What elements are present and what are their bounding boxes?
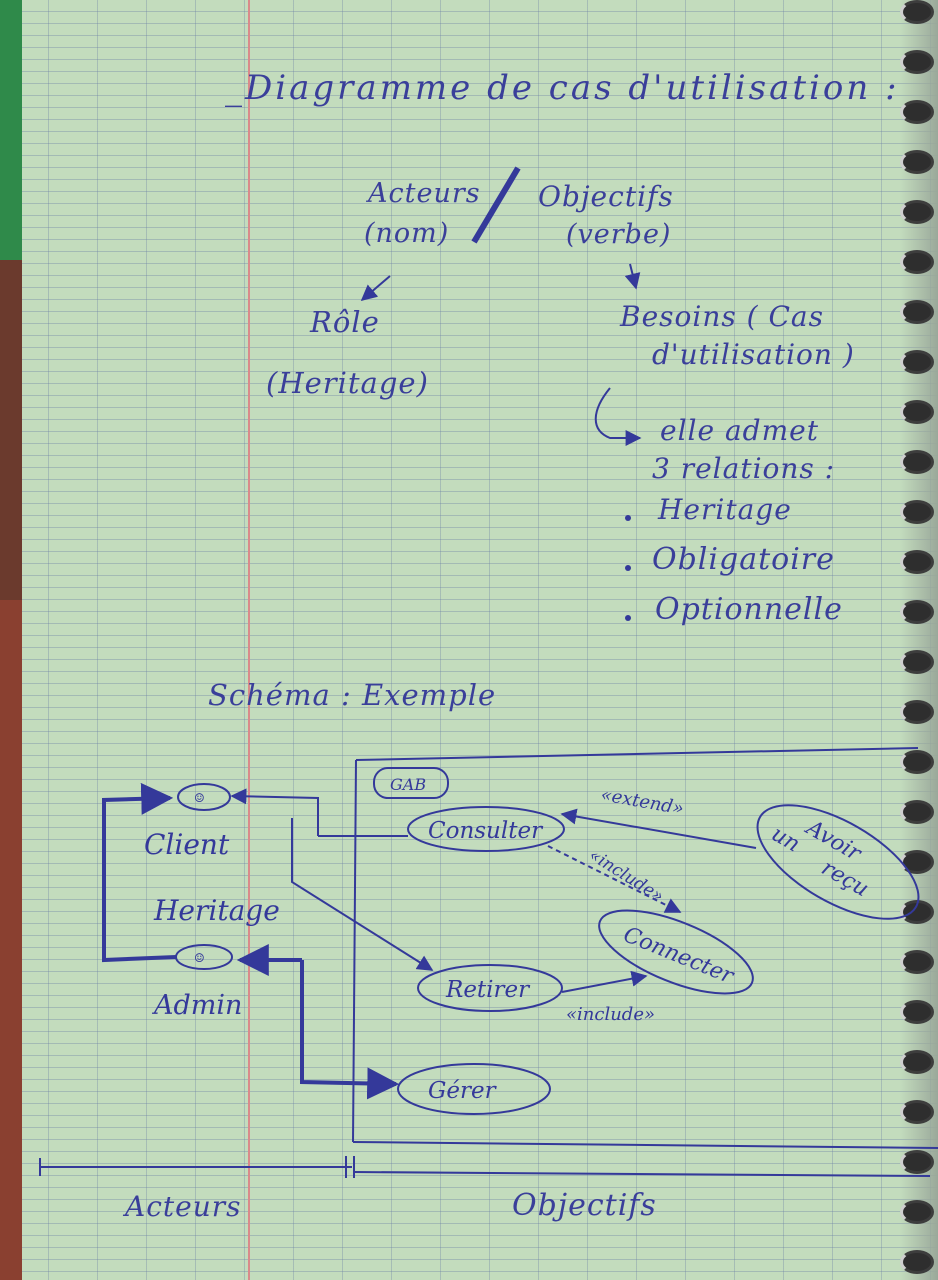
usecase-avoir-recu xyxy=(756,804,920,920)
spiral-ring xyxy=(900,350,934,374)
usecase-connecter-label: Connecter xyxy=(620,922,738,989)
spiral-ring xyxy=(900,450,934,474)
relation-item-heritage: Heritage xyxy=(658,493,792,526)
bullet-heritage xyxy=(625,515,631,521)
system-boundary-bottom xyxy=(352,1141,938,1149)
include-label-1: «include» xyxy=(585,845,667,906)
include-consulter-connecter-arrow xyxy=(547,845,682,913)
system-boundary-left xyxy=(352,759,357,1143)
spiral-ring xyxy=(900,300,934,324)
relations-line2: 3 relations : xyxy=(652,452,836,485)
spiral-ring xyxy=(900,1250,934,1274)
spiral-ring xyxy=(900,400,934,424)
acteurs-to-role-arrow xyxy=(360,275,391,302)
spiral-ring xyxy=(900,750,934,774)
gab-system-label: GAB xyxy=(390,775,426,794)
admin-to-gerer-arrow xyxy=(300,960,400,1100)
spiral-ring xyxy=(900,1200,934,1224)
acteurs-sub-label: (nom) xyxy=(364,218,450,249)
spiral-ring xyxy=(900,150,934,174)
besoins-to-relations-arrow xyxy=(594,387,642,446)
admin-face-glyph: ☺ xyxy=(194,951,205,965)
relation-item-optionnelle: Optionnelle xyxy=(655,592,843,627)
schema-heading: Schéma : Exemple xyxy=(208,678,497,712)
spiral-ring xyxy=(900,200,934,224)
bullet-optionnelle xyxy=(625,615,631,621)
spiral-ring xyxy=(900,100,934,124)
spiral-ring xyxy=(900,950,934,974)
separator-slash xyxy=(471,166,521,244)
include-retirer-connecter-arrow xyxy=(561,970,648,993)
spiral-ring xyxy=(900,700,934,724)
gab-system-tag xyxy=(373,767,449,799)
besoins-label-line2: d'utilisation ) xyxy=(652,338,855,371)
usecase-gerer-label: Gérer xyxy=(428,1078,498,1104)
client-to-retirer-arrow xyxy=(291,818,434,971)
besoins-label-line1: Besoins ( Cas xyxy=(620,300,824,333)
inheritance-label: Heritage xyxy=(153,894,280,927)
spiral-ring xyxy=(900,0,934,24)
role-heritage-label: (Heritage) xyxy=(266,366,429,400)
footer-span-ticks xyxy=(39,1156,355,1178)
relations-line1: elle admet xyxy=(660,414,819,447)
usecase-consulter-label: Consulter xyxy=(428,818,544,844)
client-actor-icon xyxy=(177,783,231,811)
spiral-ring xyxy=(900,650,934,674)
usecase-avoir-recu-label-2: un xyxy=(767,822,804,858)
objectifs-label: Objectifs xyxy=(538,180,674,213)
objectifs-sub-label: (verbe) xyxy=(566,219,672,250)
spiral-ring xyxy=(900,500,934,524)
client-actor-label: Client xyxy=(144,828,230,861)
footer-acteurs-label: Acteurs xyxy=(125,1190,242,1223)
spiral-ring xyxy=(900,1000,934,1024)
system-boundary-top xyxy=(355,747,919,761)
spiral-ring xyxy=(900,250,934,274)
page-left-edge xyxy=(0,0,22,1280)
usecase-consulter xyxy=(407,806,565,852)
page-title: _Diagramme de cas d'utilisation : xyxy=(225,68,900,108)
spiral-binding xyxy=(900,0,938,1280)
acteurs-label: Acteurs xyxy=(368,178,481,209)
role-label: Rôle xyxy=(310,305,380,339)
spiral-ring xyxy=(900,1050,934,1074)
usecase-retirer-label: Retirer xyxy=(445,977,531,1003)
extend-arrow xyxy=(560,808,757,849)
client-association-arrow xyxy=(230,788,319,836)
admin-actor-label: Admin xyxy=(151,990,242,1021)
bullet-obligatoire xyxy=(625,565,631,571)
spiral-ring xyxy=(900,1150,934,1174)
admin-inherits-client-arrow xyxy=(102,782,177,963)
footer-objectifs-label: Objectifs xyxy=(512,1188,657,1223)
client-face-glyph: ☺ xyxy=(194,791,205,805)
spiral-ring xyxy=(900,800,934,824)
spiral-ring xyxy=(900,50,934,74)
usecase-avoir-recu-label-3: reçu xyxy=(817,856,873,903)
spiral-ring xyxy=(900,550,934,574)
include-label-2: «include» xyxy=(566,1004,655,1025)
objectifs-to-besoins-arrow xyxy=(624,263,641,290)
spiral-ring xyxy=(900,1100,934,1124)
relation-item-obligatoire: Obligatoire xyxy=(652,542,835,577)
usecase-retirer xyxy=(417,964,563,1012)
spiral-ring xyxy=(900,600,934,624)
extend-label: «extend» xyxy=(599,784,685,819)
footer-objectifs-span xyxy=(353,1171,931,1177)
usecase-connecter xyxy=(598,909,754,995)
